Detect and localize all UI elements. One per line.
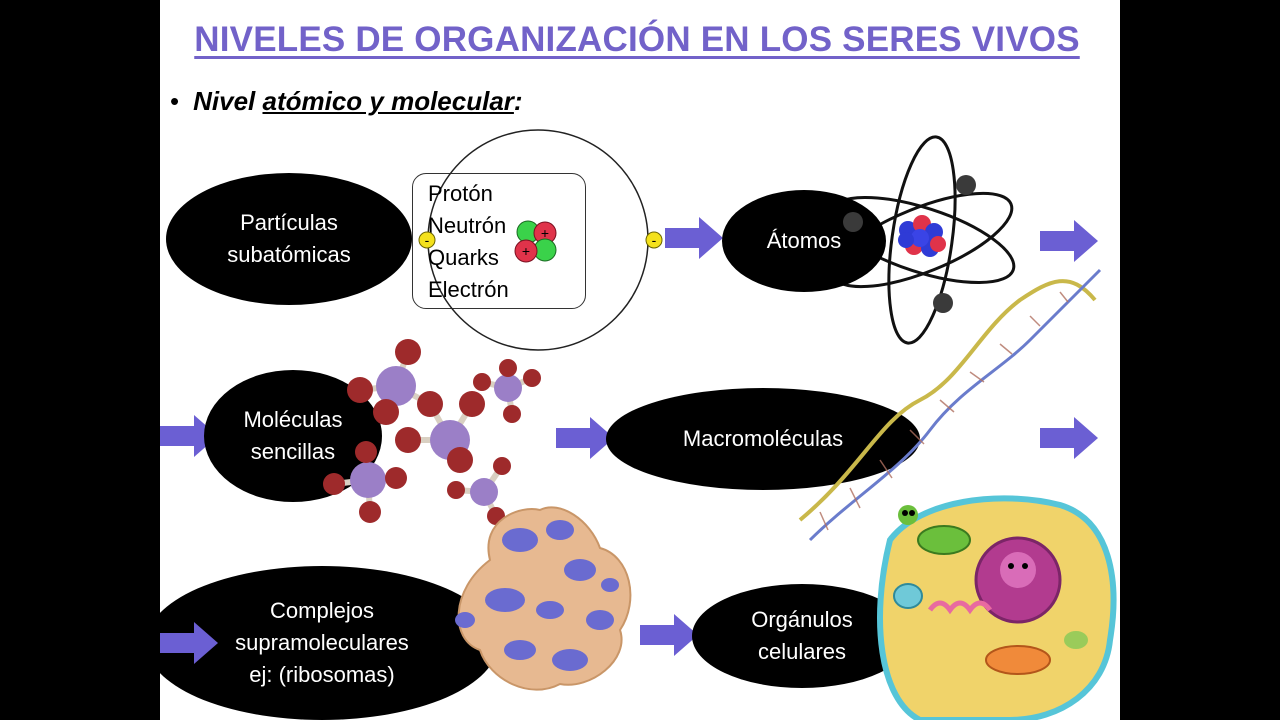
right-arrow-icon bbox=[160, 622, 218, 664]
node-organelles-label: Orgánulos celulares bbox=[751, 607, 853, 664]
subtitle-prefix: Nivel bbox=[193, 86, 263, 116]
node-macromolecules: Macromoléculas bbox=[606, 388, 920, 490]
subtitle-suffix: : bbox=[513, 86, 523, 116]
bullet: • bbox=[170, 86, 180, 116]
node-subatomic-particles: Partículas subatómicas bbox=[166, 173, 412, 305]
slide: NIVELES DE ORGANIZACIÓN EN LOS SERES VIV… bbox=[160, 0, 1120, 720]
atom-label-neutron: Neutrón bbox=[428, 213, 507, 238]
node-subatomic-label: Partículas subatómicas bbox=[227, 210, 351, 267]
right-arrow-icon bbox=[1040, 417, 1098, 459]
right-arrow-icon bbox=[160, 415, 218, 457]
node-macromolecules-label: Macromoléculas bbox=[682, 426, 844, 451]
right-arrow-icon bbox=[640, 614, 698, 656]
node-atoms: Átomos bbox=[722, 190, 886, 292]
node-simple-molecules: Moléculas sencillas bbox=[204, 370, 382, 502]
node-atoms-label: Átomos bbox=[766, 228, 842, 253]
atom-label-electron: Electrón bbox=[428, 277, 509, 302]
slide-title: NIVELES DE ORGANIZACIÓN EN LOS SERES VIV… bbox=[194, 20, 1080, 59]
electron-sign: - bbox=[652, 232, 657, 248]
right-arrow-icon bbox=[556, 417, 614, 459]
subtitle-underlined: atómico y molecular bbox=[262, 86, 514, 116]
electron-particle bbox=[645, 231, 663, 249]
right-arrow-icon bbox=[665, 217, 723, 259]
subtitle: • Nivel atómico y molecular: bbox=[170, 86, 523, 117]
right-arrow-icon bbox=[1040, 220, 1098, 262]
node-cell-organelles: Orgánulos celulares bbox=[692, 584, 912, 688]
atom-label-quarks: Quarks bbox=[428, 245, 499, 270]
node-supramolecular-label: Complejos supramoleculares ej: (ribosoma… bbox=[235, 598, 409, 687]
atom-label-proton: Protón bbox=[428, 181, 493, 206]
node-simple-molecules-label: Moléculas sencillas bbox=[243, 407, 343, 464]
